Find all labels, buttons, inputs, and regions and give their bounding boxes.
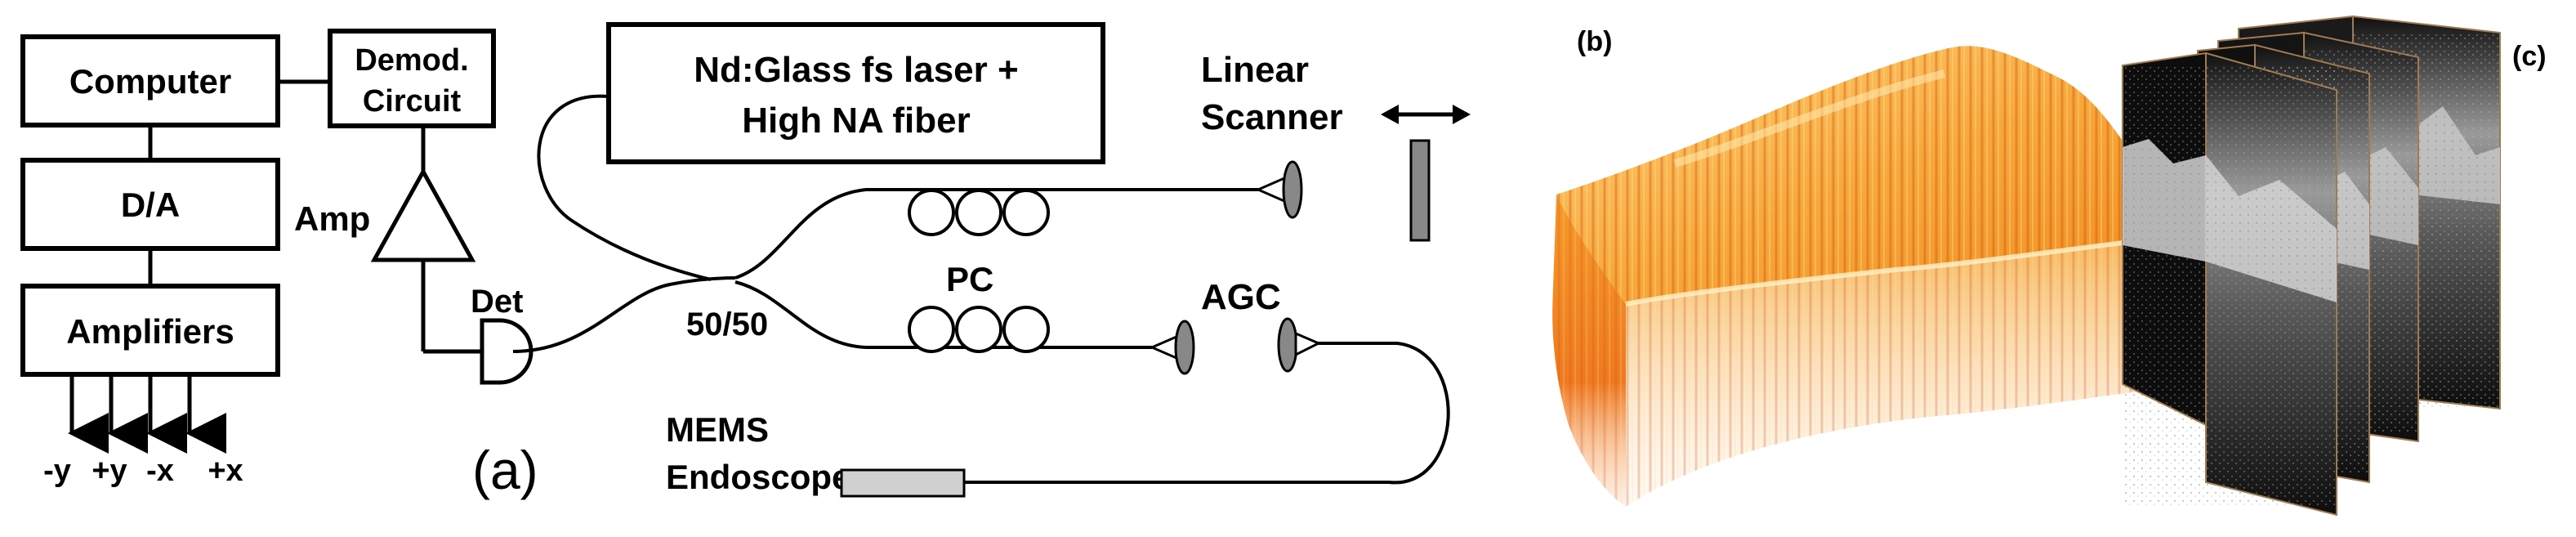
panel-c-label: (c) xyxy=(2512,41,2547,72)
scanner-mirror xyxy=(1409,139,1431,242)
orange-3d-volume xyxy=(1552,46,2206,507)
scanner-label-line2: Scanner xyxy=(1201,97,1343,137)
mems-label-line2: Endoscope xyxy=(666,458,850,496)
detector: Det xyxy=(471,284,534,385)
amplifiers-block: Amplifiers xyxy=(20,284,280,377)
polarization-controller-bottom xyxy=(908,306,1050,353)
demod-circuit-block: Demod. Circuit xyxy=(328,29,496,128)
panel-c: (c) xyxy=(2122,15,2547,517)
coupler-label: 50/50 xyxy=(686,307,768,342)
laser-block: Nd:Glass fs laser + High NA fiber xyxy=(606,22,1105,164)
laser-label-line1: Nd:Glass fs laser + xyxy=(694,50,1018,90)
output-label-pos-y: +y xyxy=(92,454,127,488)
agc-label: AGC xyxy=(1201,277,1281,317)
agc-collimator-right xyxy=(1277,317,1322,373)
computer-block: Computer xyxy=(20,34,280,128)
mems-endoscope-probe xyxy=(840,468,966,498)
reference-collimator xyxy=(1255,160,1303,219)
oct-slice-stack xyxy=(2122,15,2501,517)
scanner-label-line1: Linear xyxy=(1201,50,1309,90)
demod-label-line1: Demod. xyxy=(355,43,468,78)
da-label: D/A xyxy=(121,186,180,224)
panel-b-label: (b) xyxy=(1577,26,1612,57)
panel-a: Computer Demod. Circuit D/A Amplifiers - xyxy=(20,22,1471,500)
demod-label-line2: Circuit xyxy=(363,84,462,119)
laser-label-line2: High NA fiber xyxy=(742,101,970,141)
amplifiers-label: Amplifiers xyxy=(66,312,234,351)
output-label-pos-x: +x xyxy=(208,454,243,488)
fiber-network xyxy=(512,94,1450,485)
output-arrows: -y +y -x +x xyxy=(43,374,243,488)
da-block: D/A xyxy=(20,158,280,251)
panel-b: (b) xyxy=(1552,26,2206,507)
amp-triangle: Amp xyxy=(294,126,482,354)
det-label: Det xyxy=(471,284,523,320)
scanner-motion-arrow xyxy=(1381,105,1471,124)
mems-label-line1: MEMS xyxy=(666,410,769,449)
oct-slice-1 xyxy=(2122,51,2337,517)
pc-label: PC xyxy=(946,260,993,298)
polarization-controller-top xyxy=(908,189,1050,236)
agc-collimator-left xyxy=(1149,320,1195,375)
output-label-neg-x: -x xyxy=(146,454,174,488)
panel-a-label: (a) xyxy=(472,440,538,500)
output-label-neg-y: -y xyxy=(43,454,71,488)
computer-label: Computer xyxy=(69,62,231,101)
amp-label: Amp xyxy=(294,199,370,238)
